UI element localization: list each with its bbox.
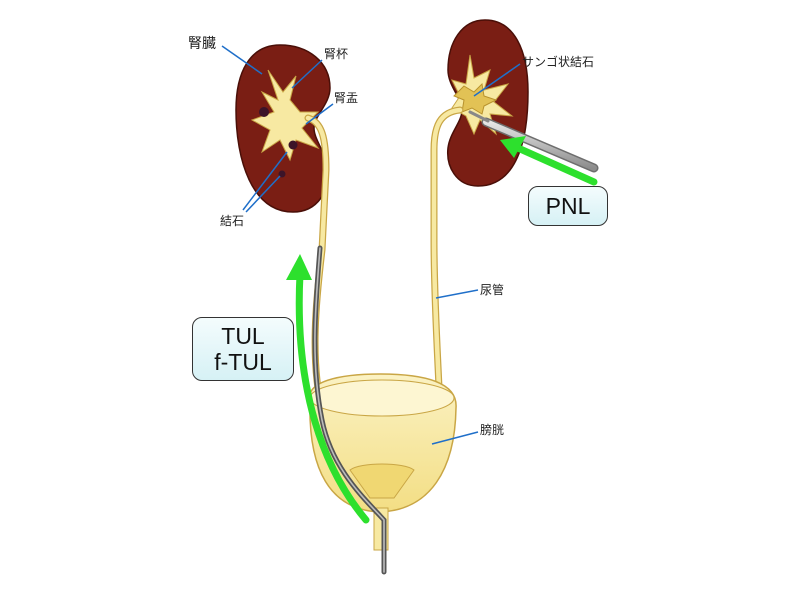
staghorn-stone bbox=[453, 82, 498, 115]
right-ureter-lumen bbox=[431, 107, 463, 413]
kidney-leader bbox=[221, 45, 263, 75]
staghorn-stone-label: サンゴ状結石 bbox=[522, 55, 595, 69]
bladder-leader bbox=[431, 431, 479, 445]
stone-leader bbox=[242, 151, 288, 211]
stone-leader bbox=[245, 175, 281, 213]
bladder-neck-funnel bbox=[349, 463, 415, 499]
pnl-arrow-head bbox=[500, 136, 526, 158]
nephroscope bbox=[468, 110, 599, 173]
kidney-stone bbox=[278, 170, 286, 178]
kidney-stone bbox=[259, 107, 269, 117]
tul-arrow-head bbox=[286, 254, 312, 280]
tul-callout: TUL f-TUL bbox=[192, 317, 294, 381]
pelvis-label: 腎盂 bbox=[334, 91, 359, 105]
nephroscope-sheath-shine bbox=[483, 119, 597, 171]
pnl-callout-text: PNL bbox=[545, 193, 591, 219]
pelvis-leader bbox=[305, 103, 334, 125]
bladder-label: 膀胱 bbox=[480, 423, 505, 437]
tul-callout-line2: f-TUL bbox=[214, 349, 272, 375]
tul-approach-arrow bbox=[286, 254, 370, 524]
ureter-leader bbox=[435, 289, 479, 299]
ureter-label: 尿管 bbox=[480, 283, 505, 297]
pnl-callout: PNL bbox=[528, 186, 608, 226]
tul-arrow-shaft bbox=[295, 270, 370, 524]
staghorn-leader bbox=[473, 63, 521, 97]
tul-callout-line1: TUL bbox=[221, 323, 265, 349]
kidney-stone bbox=[288, 140, 298, 150]
pnl-approach-arrow bbox=[500, 136, 598, 186]
left-renal-collecting-system bbox=[250, 69, 320, 162]
ureters bbox=[304, 106, 464, 414]
left-kidney bbox=[235, 44, 331, 213]
kidney-label: 腎臓 bbox=[188, 36, 216, 52]
ureteroscope-highlight bbox=[314, 247, 385, 573]
nephroscope-tip bbox=[468, 110, 490, 123]
stone-label: 結石 bbox=[220, 214, 245, 228]
leader-lines bbox=[221, 45, 521, 445]
calyx-label: 腎杯 bbox=[324, 47, 349, 61]
pnl-arrow-shaft bbox=[514, 144, 598, 186]
calyx-leader bbox=[291, 59, 323, 89]
bladder-rim bbox=[309, 379, 455, 417]
right-kidney bbox=[447, 19, 529, 187]
